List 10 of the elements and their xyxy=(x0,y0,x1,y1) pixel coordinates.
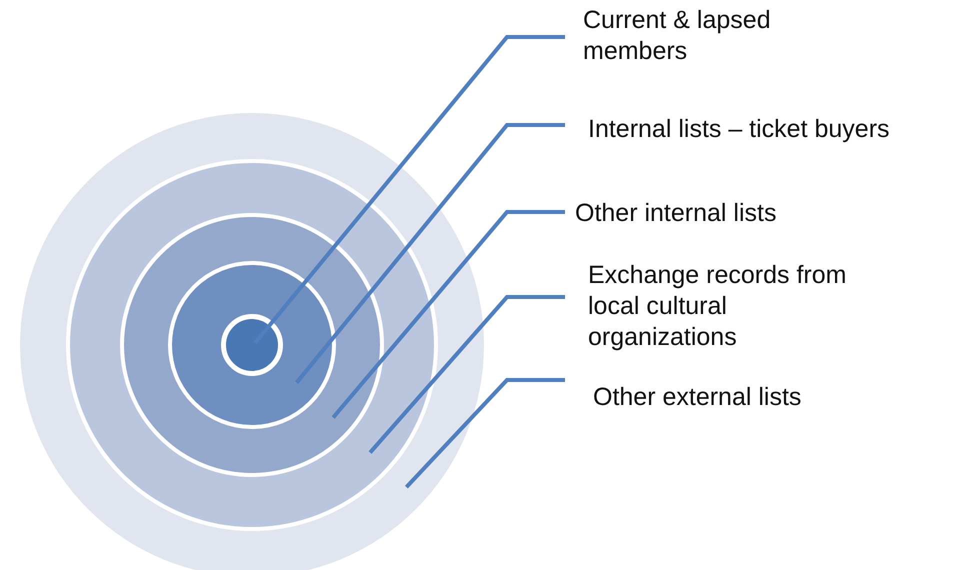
leader-label: Current & lapsed members xyxy=(565,5,865,67)
leader-line xyxy=(332,210,565,419)
leader-label: Internal lists – ticket buyers xyxy=(565,114,965,145)
leader-line xyxy=(404,378,565,488)
leader-label: Other external lists xyxy=(565,382,825,413)
leader-line xyxy=(368,295,565,454)
leader-line xyxy=(295,123,565,384)
leader-label: Other internal lists xyxy=(565,198,865,229)
leader-line xyxy=(253,35,565,344)
leader-label: Exchange records from local cultural organizations xyxy=(565,260,865,353)
